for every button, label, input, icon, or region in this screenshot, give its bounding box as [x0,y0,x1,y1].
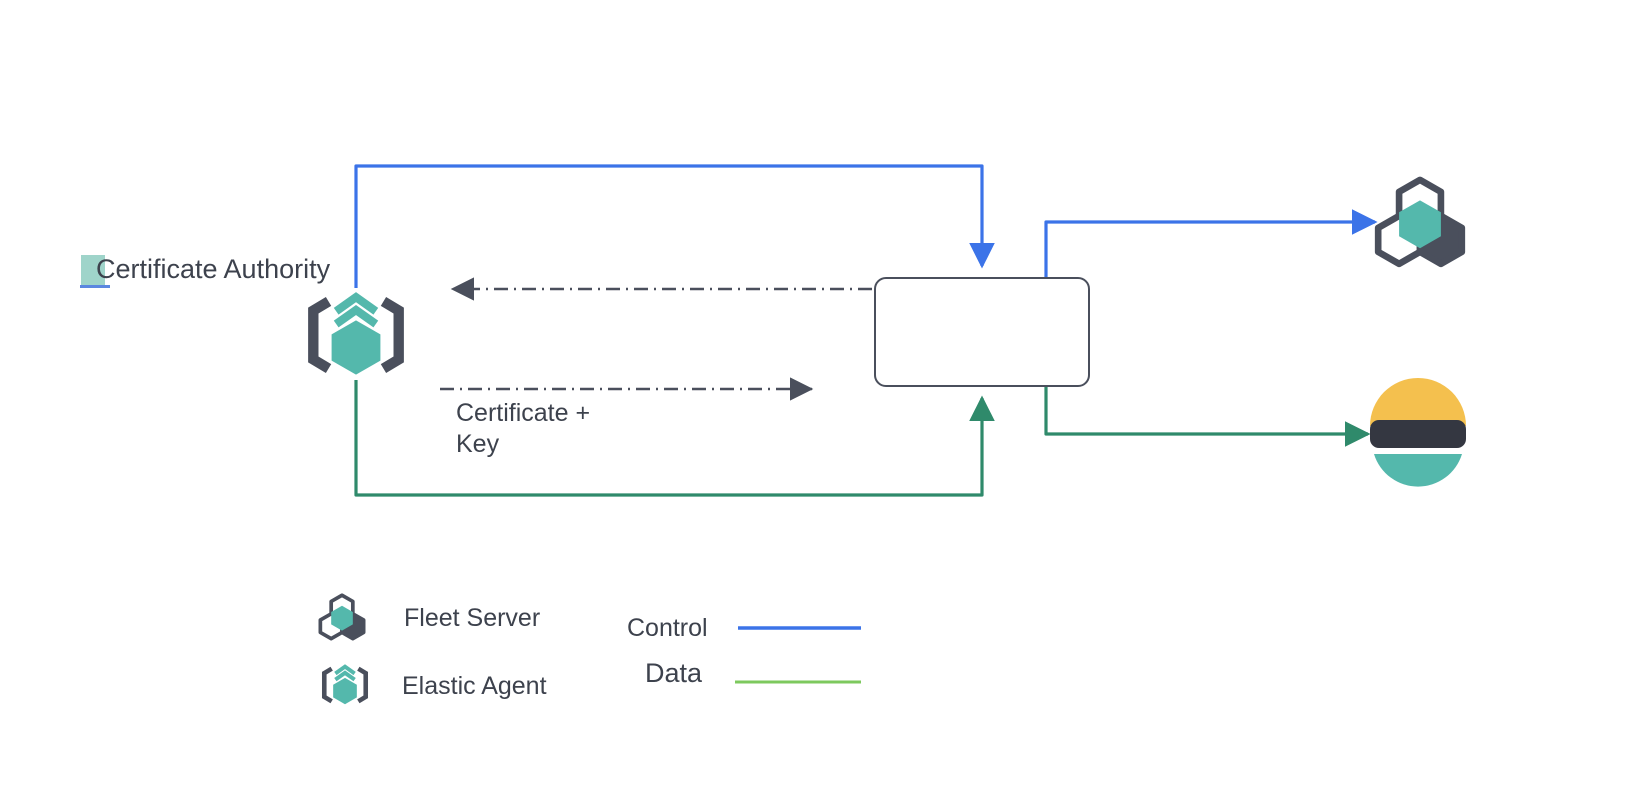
edge-control-proxy-to-fleet [1044,209,1378,277]
certificate-authority-node[interactable] [308,292,404,375]
legend-fleet-server-icon [318,593,366,641]
edge-data-proxy-to-elasticsearch [1044,387,1371,447]
certificate-key-line1: Certificate + [456,399,591,427]
legend-elastic-agent-icon [321,664,369,705]
legend-item-label-fleet-server: Fleet Server [404,604,541,632]
elasticsearch-node[interactable] [1370,378,1466,487]
text-selection-underline [80,285,110,288]
certificate-key-line2: Key [456,430,500,458]
text-selection-highlight [81,255,105,287]
elasticsearch-yellow-arc [1370,378,1466,426]
certificate-key-edge-label: Certificate + Key [456,398,590,460]
certificate-authority-label: Certificate Authority [96,254,331,284]
legend-line-label-data: Data [645,658,703,688]
legend-item-label-elastic-agent: Elastic Agent [402,672,547,700]
legend-line-label-control: Control [627,614,708,642]
fleet-server-node[interactable] [1374,176,1466,268]
elasticsearch-teal-arc [1374,454,1462,487]
elasticsearch-dark-bar [1370,420,1466,448]
edge-data-ca-to-proxy [354,380,995,497]
edge-control-ca-to-proxy [354,164,995,288]
proxy-server-box[interactable] [874,277,1090,387]
